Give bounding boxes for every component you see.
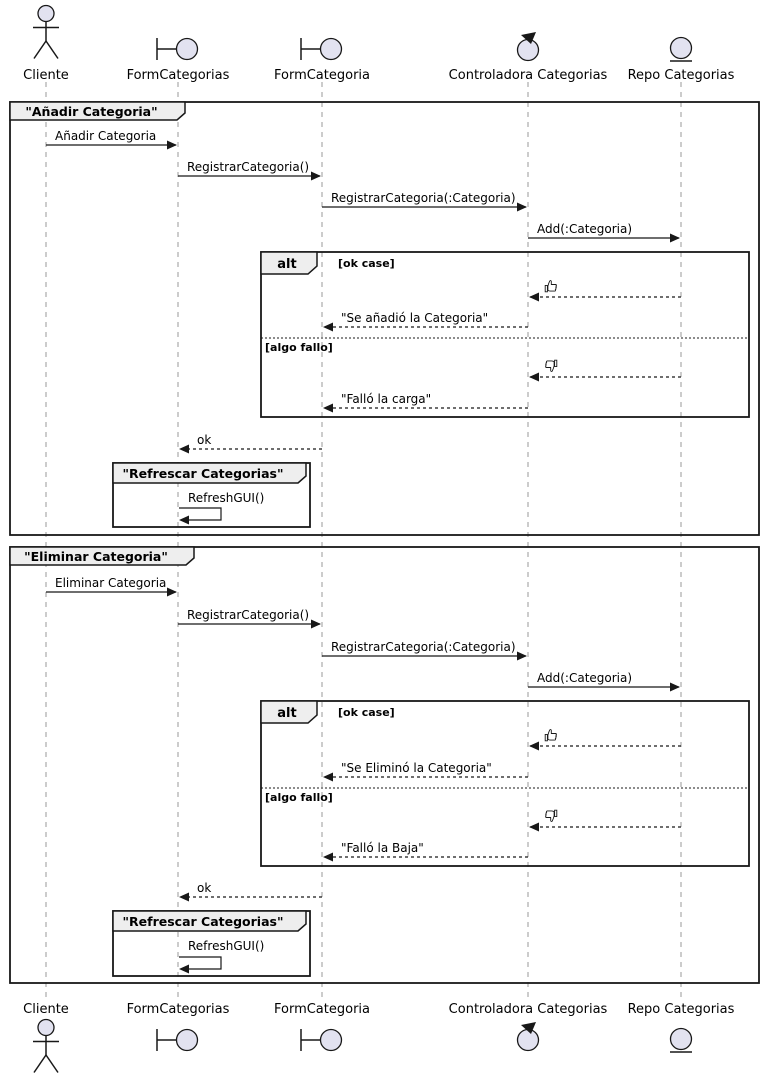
thumbs-down-icon bbox=[545, 809, 558, 822]
arrowhead bbox=[167, 140, 177, 150]
thumbs-up-icon bbox=[544, 280, 557, 293]
arrowhead bbox=[311, 171, 321, 181]
arrowhead bbox=[323, 403, 333, 413]
actor-icon-cliente-top bbox=[33, 4, 59, 59]
boundary-icon-form-categoria-top bbox=[300, 37, 343, 61]
arrowhead bbox=[670, 233, 680, 243]
arrowhead bbox=[323, 852, 333, 862]
message-label-2-6: "Se Eliminó la Categoria" bbox=[341, 761, 492, 775]
message-label-1-2: RegistrarCategoria() bbox=[187, 160, 309, 174]
refresh-frame-tab-1 bbox=[112, 462, 307, 484]
message-label-2-1: Eliminar Categoria bbox=[55, 576, 166, 590]
participant-label-form-categoria-bottom: FormCategoria bbox=[274, 1002, 370, 1017]
participant-label-repo-categorias-top: Repo Categorias bbox=[628, 68, 735, 83]
message-label-1-4: Add(:Categoria) bbox=[537, 222, 632, 236]
control-icon-controladora-categorias-bottom bbox=[516, 1022, 540, 1052]
boundary-icon-form-categorias-bottom bbox=[156, 1028, 199, 1052]
refresh-frame-tab-2 bbox=[112, 910, 307, 932]
message-label-2-4: Add(:Categoria) bbox=[537, 671, 632, 685]
self-message-label-1: RefreshGUI() bbox=[188, 491, 264, 505]
group-frame-2 bbox=[9, 546, 760, 984]
message-label-1-1: Añadir Categoria bbox=[55, 129, 156, 143]
refresh-frame-title-1: "Refrescar Categorias" bbox=[123, 466, 284, 481]
arrowhead bbox=[179, 892, 189, 902]
participant-label-cliente-bottom: Cliente bbox=[23, 1002, 69, 1017]
actor-icon-cliente-bottom bbox=[33, 1018, 59, 1073]
arrowhead bbox=[311, 619, 321, 629]
participant-label-form-categorias-top: FormCategorias bbox=[127, 68, 230, 83]
arrowhead bbox=[529, 292, 539, 302]
group-frame-tab-1 bbox=[9, 101, 186, 121]
arrowhead bbox=[179, 515, 189, 525]
alt-frame-1 bbox=[260, 251, 750, 418]
group-frame-title-1: "Añadir Categoria" bbox=[25, 104, 157, 119]
alt-operator-label-1: alt bbox=[277, 257, 296, 272]
participant-label-cliente-top: Cliente bbox=[23, 68, 69, 83]
group-frame-1 bbox=[9, 101, 760, 536]
group-frame-title-2: "Eliminar Categoria" bbox=[24, 549, 168, 564]
participant-label-form-categorias-bottom: FormCategorias bbox=[127, 1002, 230, 1017]
arrowhead bbox=[179, 444, 189, 454]
group-frame-tab-2 bbox=[9, 546, 195, 566]
arrowhead bbox=[323, 772, 333, 782]
alt-operator-label-2: alt bbox=[277, 706, 296, 721]
thumbs-up-icon bbox=[544, 729, 557, 742]
arrowhead bbox=[167, 587, 177, 597]
participant-label-controladora-categorias-bottom: Controladora Categorias bbox=[449, 1002, 608, 1017]
alt-tab-1 bbox=[260, 251, 318, 275]
arrowhead bbox=[529, 822, 539, 832]
message-label-2-9: ok bbox=[197, 881, 211, 895]
self-message-line-2 bbox=[179, 956, 222, 970]
message-label-2-8: "Falló la Baja" bbox=[341, 841, 424, 855]
self-message-line-1 bbox=[179, 507, 222, 521]
message-label-2-2: RegistrarCategoria() bbox=[187, 608, 309, 622]
alt-condition-ok-2: [ok case] bbox=[338, 706, 395, 719]
entity-icon-repo-categorias-top bbox=[669, 36, 693, 62]
arrowhead bbox=[529, 372, 539, 382]
self-message-label-2: RefreshGUI() bbox=[188, 939, 264, 953]
refresh-frame-title-2: "Refrescar Categorias" bbox=[123, 914, 284, 929]
arrowhead bbox=[517, 202, 527, 212]
arrowhead bbox=[529, 741, 539, 751]
alt-condition-ok-1: [ok case] bbox=[338, 257, 395, 270]
boundary-icon-form-categoria-bottom bbox=[300, 1028, 343, 1052]
alt-tab-2 bbox=[260, 700, 318, 724]
arrowhead bbox=[670, 682, 680, 692]
arrowhead bbox=[179, 964, 189, 974]
participant-label-controladora-categorias-top: Controladora Categorias bbox=[449, 68, 608, 83]
participant-label-repo-categorias-bottom: Repo Categorias bbox=[628, 1002, 735, 1017]
message-label-1-3: RegistrarCategoria(:Categoria) bbox=[331, 191, 516, 205]
participant-label-form-categoria-top: FormCategoria bbox=[274, 68, 370, 83]
message-label-2-3: RegistrarCategoria(:Categoria) bbox=[331, 640, 516, 654]
boundary-icon-form-categorias-top bbox=[156, 37, 199, 61]
entity-icon-repo-categorias-bottom bbox=[669, 1027, 693, 1053]
alt-condition-fail-2: [algo fallo] bbox=[265, 791, 333, 804]
alt-frame-2 bbox=[260, 700, 750, 867]
arrowhead bbox=[323, 322, 333, 332]
arrowhead bbox=[517, 651, 527, 661]
message-label-1-8: "Falló la carga" bbox=[341, 392, 431, 406]
thumbs-down-icon bbox=[545, 359, 558, 372]
message-label-1-6: "Se añadió la Categoria" bbox=[341, 311, 488, 325]
alt-condition-fail-1: [algo fallo] bbox=[265, 341, 333, 354]
message-label-1-9: ok bbox=[197, 433, 211, 447]
control-icon-controladora-categorias-top bbox=[516, 32, 540, 62]
